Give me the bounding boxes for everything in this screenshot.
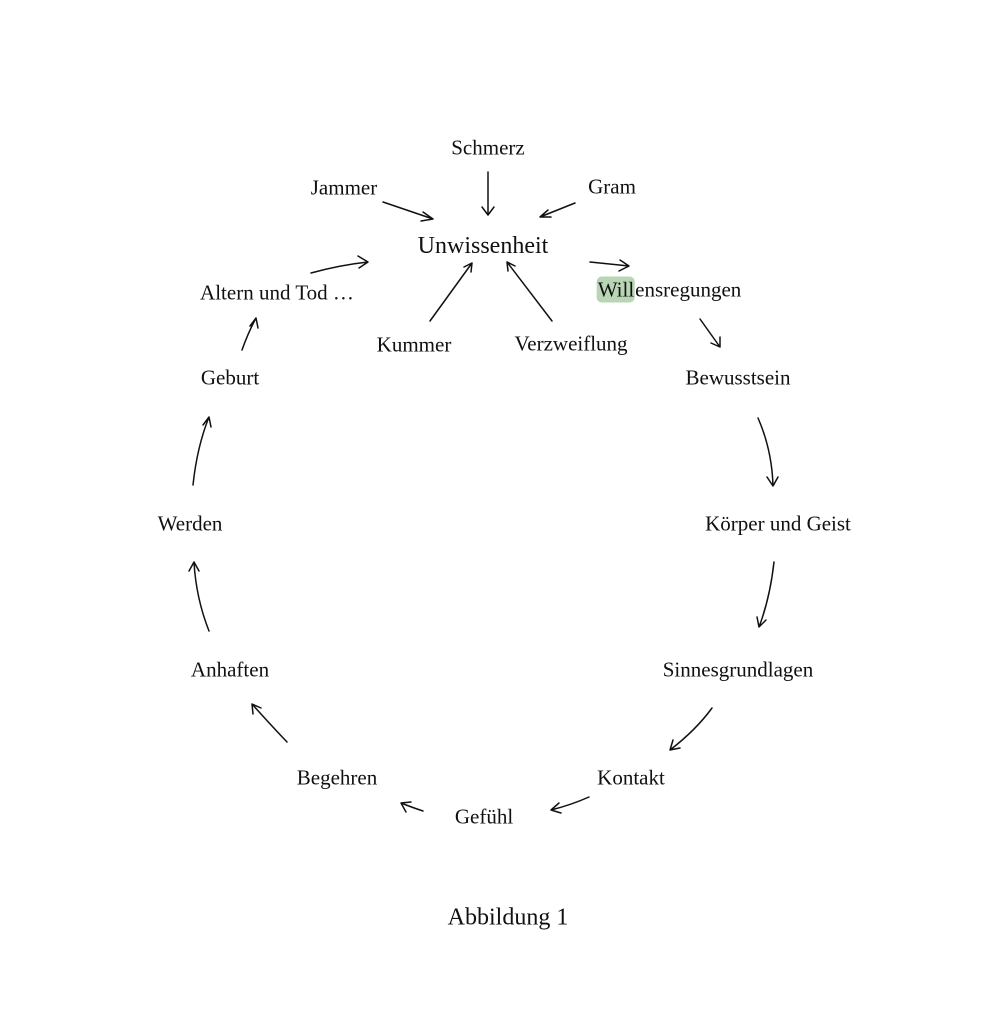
node-willensregungen-rest: ensregungen <box>635 277 742 302</box>
node-gram: Gram <box>588 174 636 199</box>
arrow-koerper-und-geist-to-sinnesgrundlagen <box>756 561 775 628</box>
node-altern-und-tod: Altern und Tod … <box>200 280 354 305</box>
arrow-werden-to-geburt <box>192 416 212 486</box>
node-verzweiflung: Verzweiflung <box>514 331 628 356</box>
arrow-bewusstsein-to-koerper-und-geist <box>757 417 779 487</box>
text-highlight: Will <box>596 276 636 303</box>
node-koerper-und-geist: Körper und Geist <box>705 511 851 536</box>
arrow-unwissenheit-to-willensregungen <box>589 259 630 272</box>
node-jammer: Jammer <box>310 175 378 200</box>
arrow-altern-und-tod-to-unwissenheit <box>310 255 369 274</box>
arrow-geburt-to-altern-und-tod <box>241 317 259 351</box>
arrow-willensregungen-to-bewusstsein <box>699 318 721 348</box>
node-gefuehl: Gefühl <box>454 804 514 829</box>
arrow-schmerz-to-unwissenheit <box>481 171 495 216</box>
node-bewusstsein: Bewusstsein <box>685 365 791 390</box>
node-unwissenheit: Unwissenheit <box>417 233 549 259</box>
node-werden: Werden <box>157 511 223 536</box>
node-geburt: Geburt <box>200 365 260 390</box>
figure-caption: Abbildung 1 <box>447 904 569 931</box>
arrow-sinnesgrundlagen-to-kontakt <box>669 707 713 751</box>
node-begehren: Begehren <box>296 765 378 790</box>
arrow-verzweiflung-to-unwissenheit <box>506 261 553 322</box>
node-willensregungen: Willensregungen <box>596 276 742 303</box>
node-schmerz: Schmerz <box>451 135 525 160</box>
arrow-jammer-to-unwissenheit <box>382 201 434 222</box>
node-kontakt: Kontakt <box>597 765 665 790</box>
arrow-gefuehl-to-begehren <box>400 801 424 813</box>
node-anhaften: Anhaften <box>190 657 270 682</box>
arrow-kummer-to-unwissenheit <box>429 262 473 322</box>
node-sinnesgrundlagen: Sinnesgrundlagen <box>662 657 814 682</box>
node-kummer: Kummer <box>376 332 452 357</box>
arrow-gram-to-unwissenheit <box>539 202 576 218</box>
arrow-begehren-to-anhaften <box>251 703 288 743</box>
arrow-anhaften-to-werden <box>188 561 210 632</box>
arrow-kontakt-to-gefuehl <box>550 796 590 814</box>
